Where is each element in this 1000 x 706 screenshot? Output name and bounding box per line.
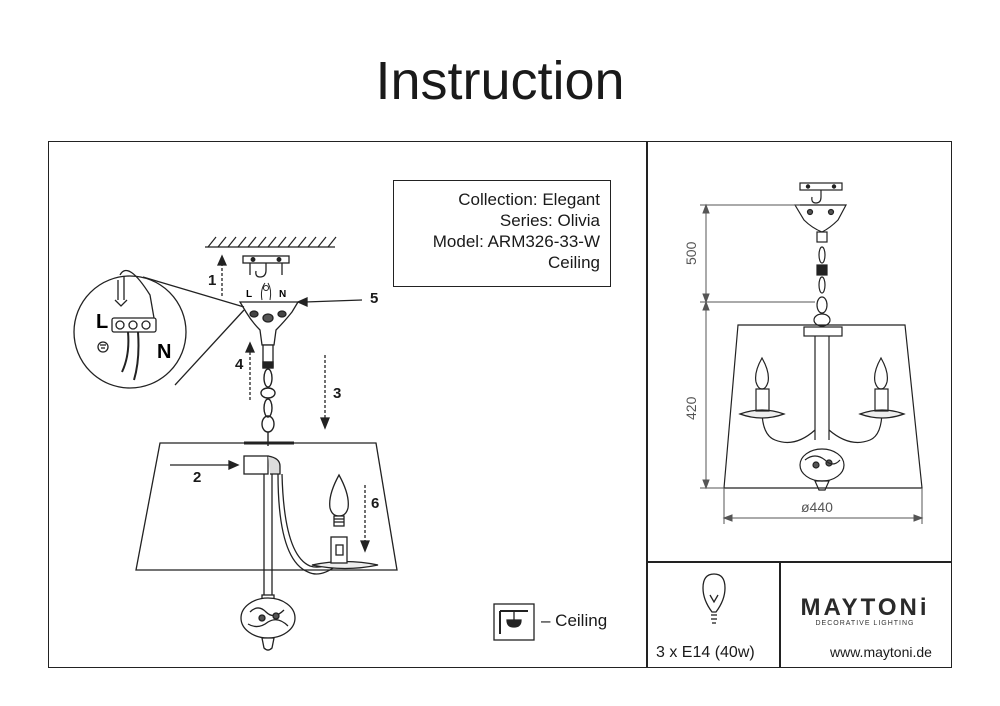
step-4-arrow [244, 341, 256, 400]
canopy-neutral-label: N [279, 289, 286, 300]
dimension-height-top: 500 [683, 241, 699, 265]
lamp-body [243, 455, 379, 595]
chain [260, 361, 276, 446]
collection-text: Collection: Elegant [458, 190, 600, 209]
dimension-lines [700, 203, 924, 524]
step-1-number: 1 [208, 272, 216, 289]
canopy-wires [260, 282, 272, 301]
lamp-shade [135, 441, 398, 571]
step-6-number: 6 [371, 495, 379, 512]
canopy [238, 301, 300, 368]
instruction-frame [48, 141, 952, 668]
step-1-arrow [216, 254, 228, 296]
wiring-detail-callout [73, 269, 245, 389]
page-title: Instruction [375, 51, 625, 111]
step-4-number: 4 [235, 356, 244, 373]
ceiling-legend-text: – Ceiling [541, 611, 608, 630]
step-3-arrow [320, 355, 330, 430]
canopy-live-label: L [246, 289, 252, 300]
frame-divider-horizontal [646, 561, 952, 563]
ceiling-mount-icon [493, 603, 535, 641]
model-text: Model: ARM326-33-W [432, 232, 600, 251]
step-2-number: 2 [193, 469, 201, 486]
ceramic-ornament [240, 594, 296, 651]
light-bulb-icon [702, 573, 726, 624]
brand-tagline: DECORATIVE LIGHTING [815, 620, 915, 627]
step-5-arrow [296, 296, 363, 308]
dimension-drawing [723, 182, 923, 491]
candle-bulb-icon [329, 473, 349, 527]
ceiling-surface [205, 236, 337, 248]
mount-type-text: Ceiling [548, 253, 600, 272]
brand-website: www.maytoni.de [830, 644, 932, 660]
dimension-diameter: ø440 [801, 499, 833, 515]
wiring-live-label: L [96, 311, 108, 333]
series-text: Series: Olivia [499, 211, 600, 230]
mounting-bracket-icon [242, 255, 290, 278]
wiring-neutral-label: N [157, 341, 171, 363]
dimension-height-shade: 420 [683, 396, 699, 420]
bulb-spec-text: 3 x E14 (40w) [656, 644, 755, 661]
step-3-number: 3 [333, 385, 341, 402]
step-5-number: 5 [370, 290, 378, 307]
frame-divider-vertical [646, 141, 648, 668]
step-2-arrow [170, 459, 240, 471]
footer-divider [779, 561, 781, 668]
product-info-box: Collection: Elegant Series: Olivia Model… [393, 180, 611, 287]
brand-logo: MAYTONi [800, 594, 930, 621]
step-6-arrow [360, 485, 370, 553]
